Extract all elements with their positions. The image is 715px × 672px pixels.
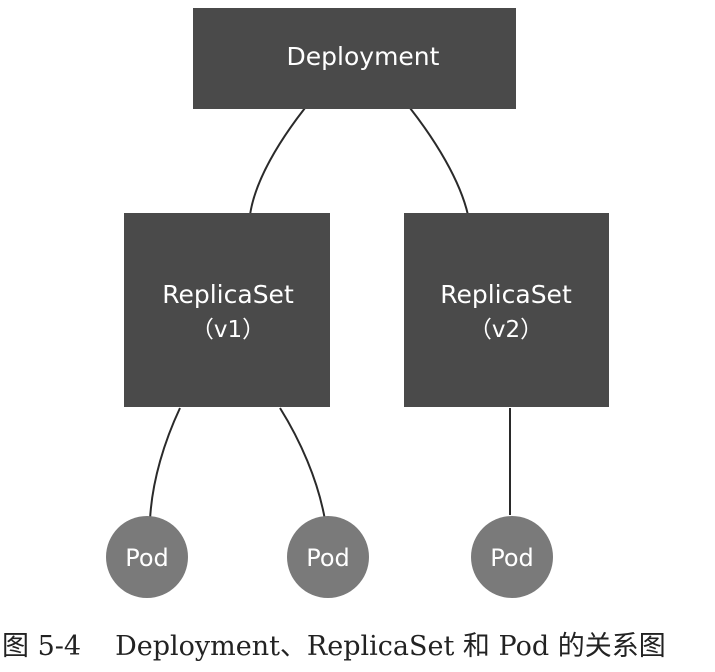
pod-2-node: Pod — [287, 516, 369, 598]
deployment-node: Deployment — [193, 8, 516, 109]
deployment-label: Deployment — [287, 42, 440, 71]
pod-1-circle — [106, 516, 188, 598]
replicaset-v2-version: （v2） — [469, 317, 543, 343]
figure-caption: 图 5-4 Deployment、ReplicaSet 和 Pod 的关系图 — [0, 618, 715, 668]
connector-deployment-to-replicaset-v2 — [409, 107, 469, 216]
replicaset-v2-node: ReplicaSet （v2） — [404, 213, 609, 407]
pod-3-node: Pod — [471, 516, 553, 598]
replicaset-v1-version: （v1） — [191, 317, 265, 343]
replicaset-v1-node: ReplicaSet （v1） — [124, 213, 330, 407]
connector-replicaset-v1-to-pod-2 — [279, 407, 326, 521]
pod-2-label: Pod — [306, 544, 350, 572]
deployment-box — [193, 8, 516, 109]
pod-3-label: Pod — [490, 544, 534, 572]
pod-1-node: Pod — [106, 516, 188, 598]
relationship-diagram: Deployment ReplicaSet （v1） ReplicaSet （v… — [106, 8, 609, 598]
replicaset-v2-box — [404, 213, 609, 407]
connector-replicaset-v1-to-pod-1 — [149, 407, 181, 521]
pod-2-circle — [287, 516, 369, 598]
pod-3-circle — [471, 516, 553, 598]
figure-number: 图 5-4 — [2, 630, 82, 662]
replicaset-v2-label: ReplicaSet — [440, 280, 572, 309]
replicaset-v1-box — [124, 213, 330, 407]
figure-caption-text: Deployment、ReplicaSet 和 Pod 的关系图 — [115, 630, 666, 662]
connector-deployment-to-replicaset-v1 — [249, 107, 306, 216]
pod-1-label: Pod — [125, 544, 169, 572]
replicaset-v1-label: ReplicaSet — [162, 280, 294, 309]
